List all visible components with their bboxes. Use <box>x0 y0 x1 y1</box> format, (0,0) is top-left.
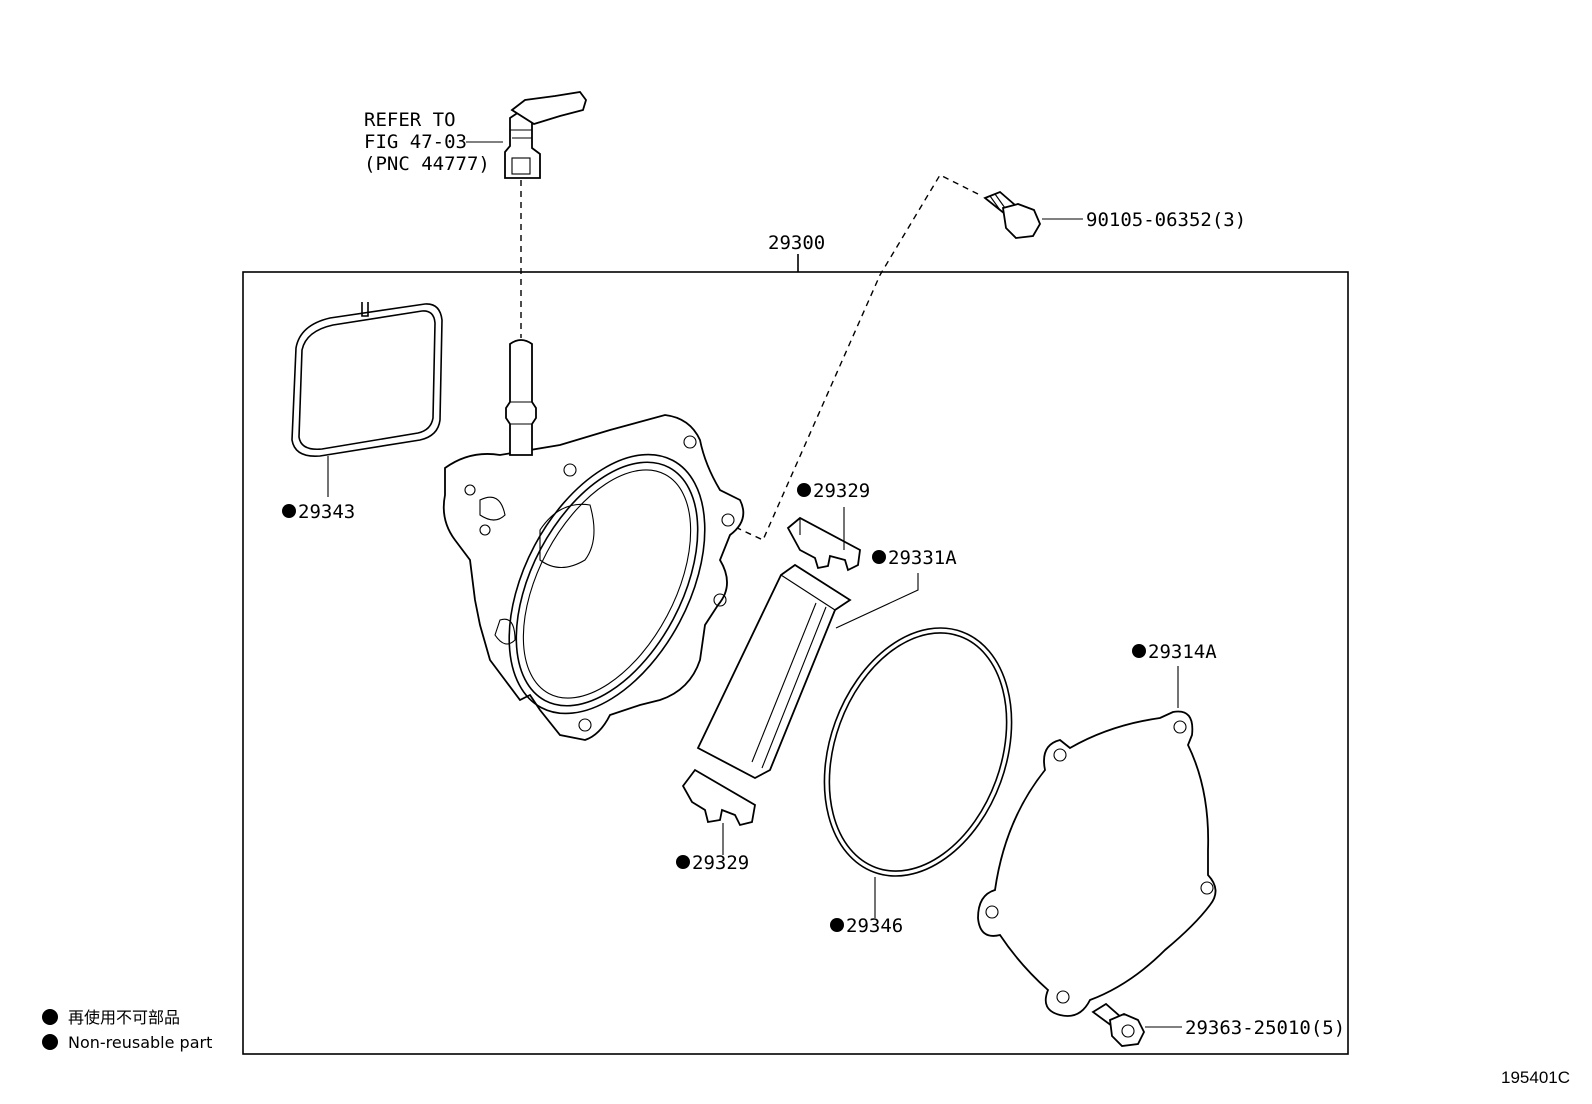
bolt-bottom-part <box>1091 1002 1146 1047</box>
legend-jp-text: 再使用不可部品 <box>68 1008 180 1027</box>
hose-connector-part <box>504 91 587 179</box>
reference-line-2: FIG 47-03 <box>364 131 467 153</box>
bolt-top-part <box>983 190 1042 239</box>
non-reusable-mark <box>797 483 811 497</box>
reference-line-1: REFER TO <box>364 109 456 131</box>
rotor-part <box>696 563 852 780</box>
gasket-small-label: 29343 <box>298 501 355 523</box>
reference-line-3: (PNC 44777) <box>364 153 490 175</box>
non-reusable-mark <box>676 855 690 869</box>
assembly-label: 29300 <box>768 232 825 254</box>
gasket-small-part <box>291 302 443 457</box>
bolt-top-label: 90105-06352(3) <box>1086 209 1246 231</box>
legend-en-text: Non-reusable part <box>68 1033 212 1052</box>
oring-label: 29346 <box>846 915 903 937</box>
rotor-label: 29331A <box>888 547 957 569</box>
legend-jp-bullet <box>42 1009 58 1025</box>
bolt-bottom-label: 29363-25010(5) <box>1185 1017 1345 1039</box>
legend-en-bullet <box>42 1034 58 1050</box>
non-reusable-mark <box>282 504 296 518</box>
non-reusable-mark <box>830 918 844 932</box>
plate-bottom-part <box>681 768 756 827</box>
figure-id: 195401C <box>1501 1068 1570 1087</box>
cover-gasket-part <box>977 710 1217 1017</box>
assembly-box <box>242 271 1349 1055</box>
bolt-dash-line <box>734 174 979 541</box>
pump-housing-part <box>442 414 745 741</box>
plate-top-label: 29329 <box>813 480 870 502</box>
cover-gasket-label: 29314A <box>1148 641 1217 663</box>
non-reusable-mark <box>872 550 886 564</box>
plate-top-part <box>786 516 861 572</box>
non-reusable-mark <box>1132 644 1146 658</box>
rotor-leader <box>835 573 919 629</box>
plate-bottom-label: 29329 <box>692 852 749 874</box>
pump-pipe-part <box>505 339 537 456</box>
oring-part <box>823 627 1013 877</box>
